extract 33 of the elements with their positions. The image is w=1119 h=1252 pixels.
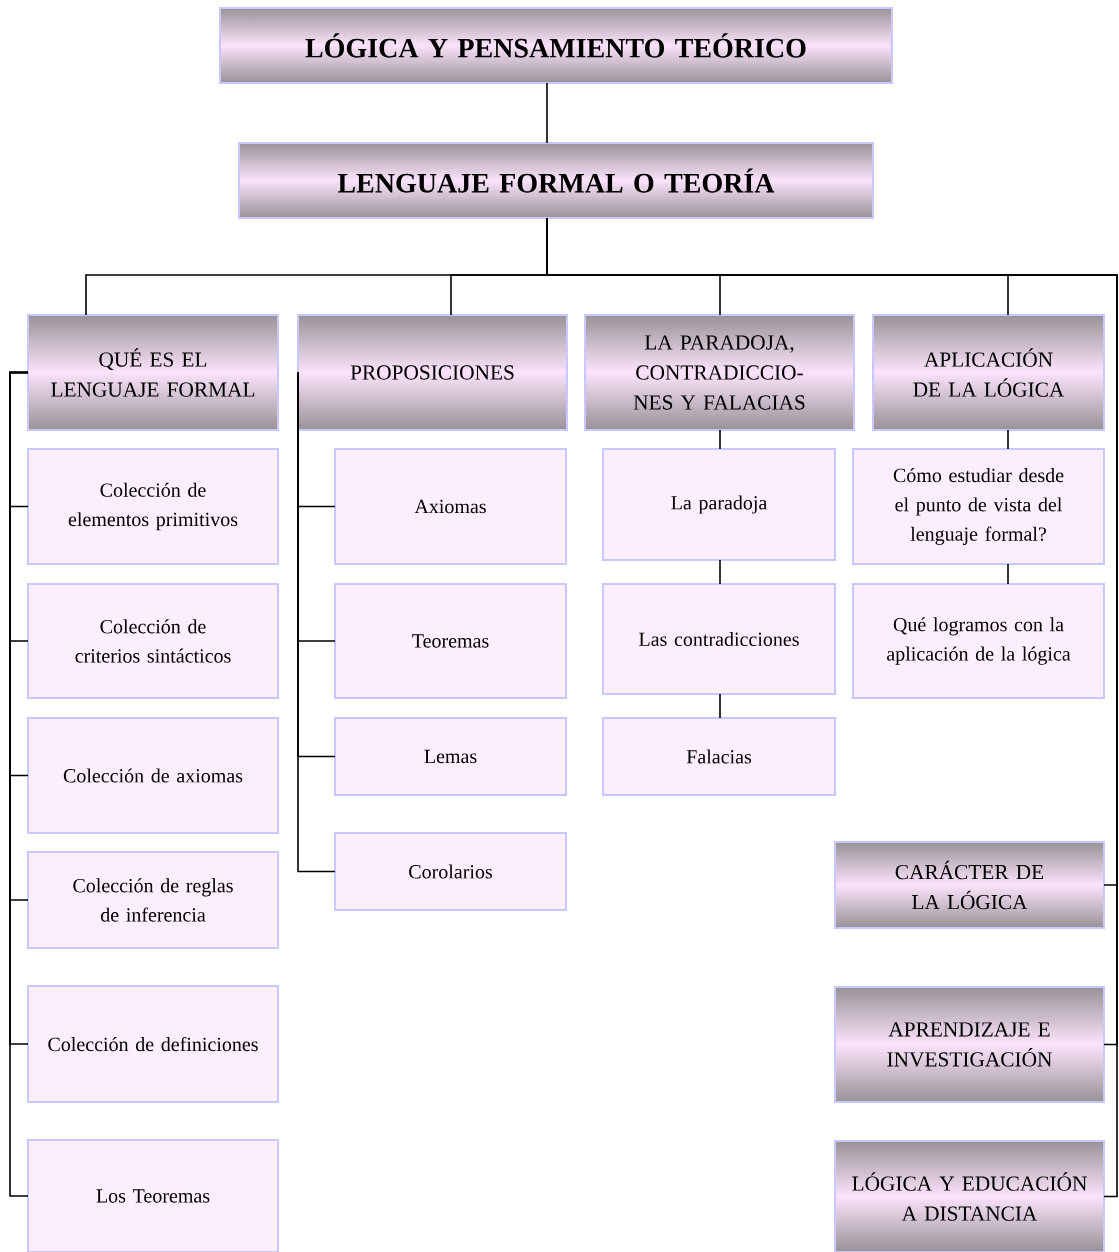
item-box: Las contradicciones [602, 583, 836, 695]
item-box: Cómo estudiar desde el punto de vista del lenguaje formal? [852, 448, 1105, 565]
connector-line [9, 371, 29, 1197]
item-box: Lemas [334, 717, 567, 796]
item-box: Colección de elementos primitivos [27, 448, 279, 565]
heading-box: APLICACIÓN DE LA LÓGICA [872, 314, 1105, 431]
item-box: Falacias [602, 717, 836, 796]
item-box: Colección de definiciones [27, 985, 279, 1103]
connector-line [719, 693, 721, 719]
item-box: Colección de reglas de inferencia [27, 851, 279, 949]
connector-line [1007, 563, 1009, 585]
item-box: La paradoja [602, 448, 836, 561]
connector-line [719, 429, 721, 450]
connector-line [546, 217, 1118, 1198]
heading-box: PROPOSICIONES [297, 314, 568, 431]
item-box: Colección de axiomas [27, 717, 279, 834]
item-box: Corolarios [334, 832, 567, 911]
heading-box: LÓGICA Y EDUCACIÓN A DISTANCIA [834, 1140, 1105, 1252]
connector-line [546, 82, 548, 144]
item-box: Los Teoremas [27, 1139, 279, 1252]
item-box: Axiomas [334, 448, 567, 565]
connector-line [1007, 429, 1009, 450]
item-box: Teoremas [334, 583, 567, 699]
heading-box: LA PARADOJA, CONTRADICCIO- NES Y FALACIAS [584, 314, 855, 431]
title-box: LENGUAJE FORMAL O TEORÍA [238, 142, 874, 219]
title-box: LÓGICA Y PENSAMIENTO TEÓRICO [219, 7, 893, 84]
heading-box: APRENDIZAJE E INVESTIGACIÓN [834, 986, 1105, 1103]
connector-line [719, 559, 721, 585]
heading-box: QUÉ ES EL LENGUAJE FORMAL [27, 314, 279, 431]
item-box: Colección de criterios sintácticos [27, 583, 279, 699]
connector-line [297, 371, 336, 873]
heading-box: CARÁCTER DE LA LÓGICA [834, 841, 1105, 929]
item-box: Qué logramos con la aplicación de la lógica [852, 583, 1105, 699]
